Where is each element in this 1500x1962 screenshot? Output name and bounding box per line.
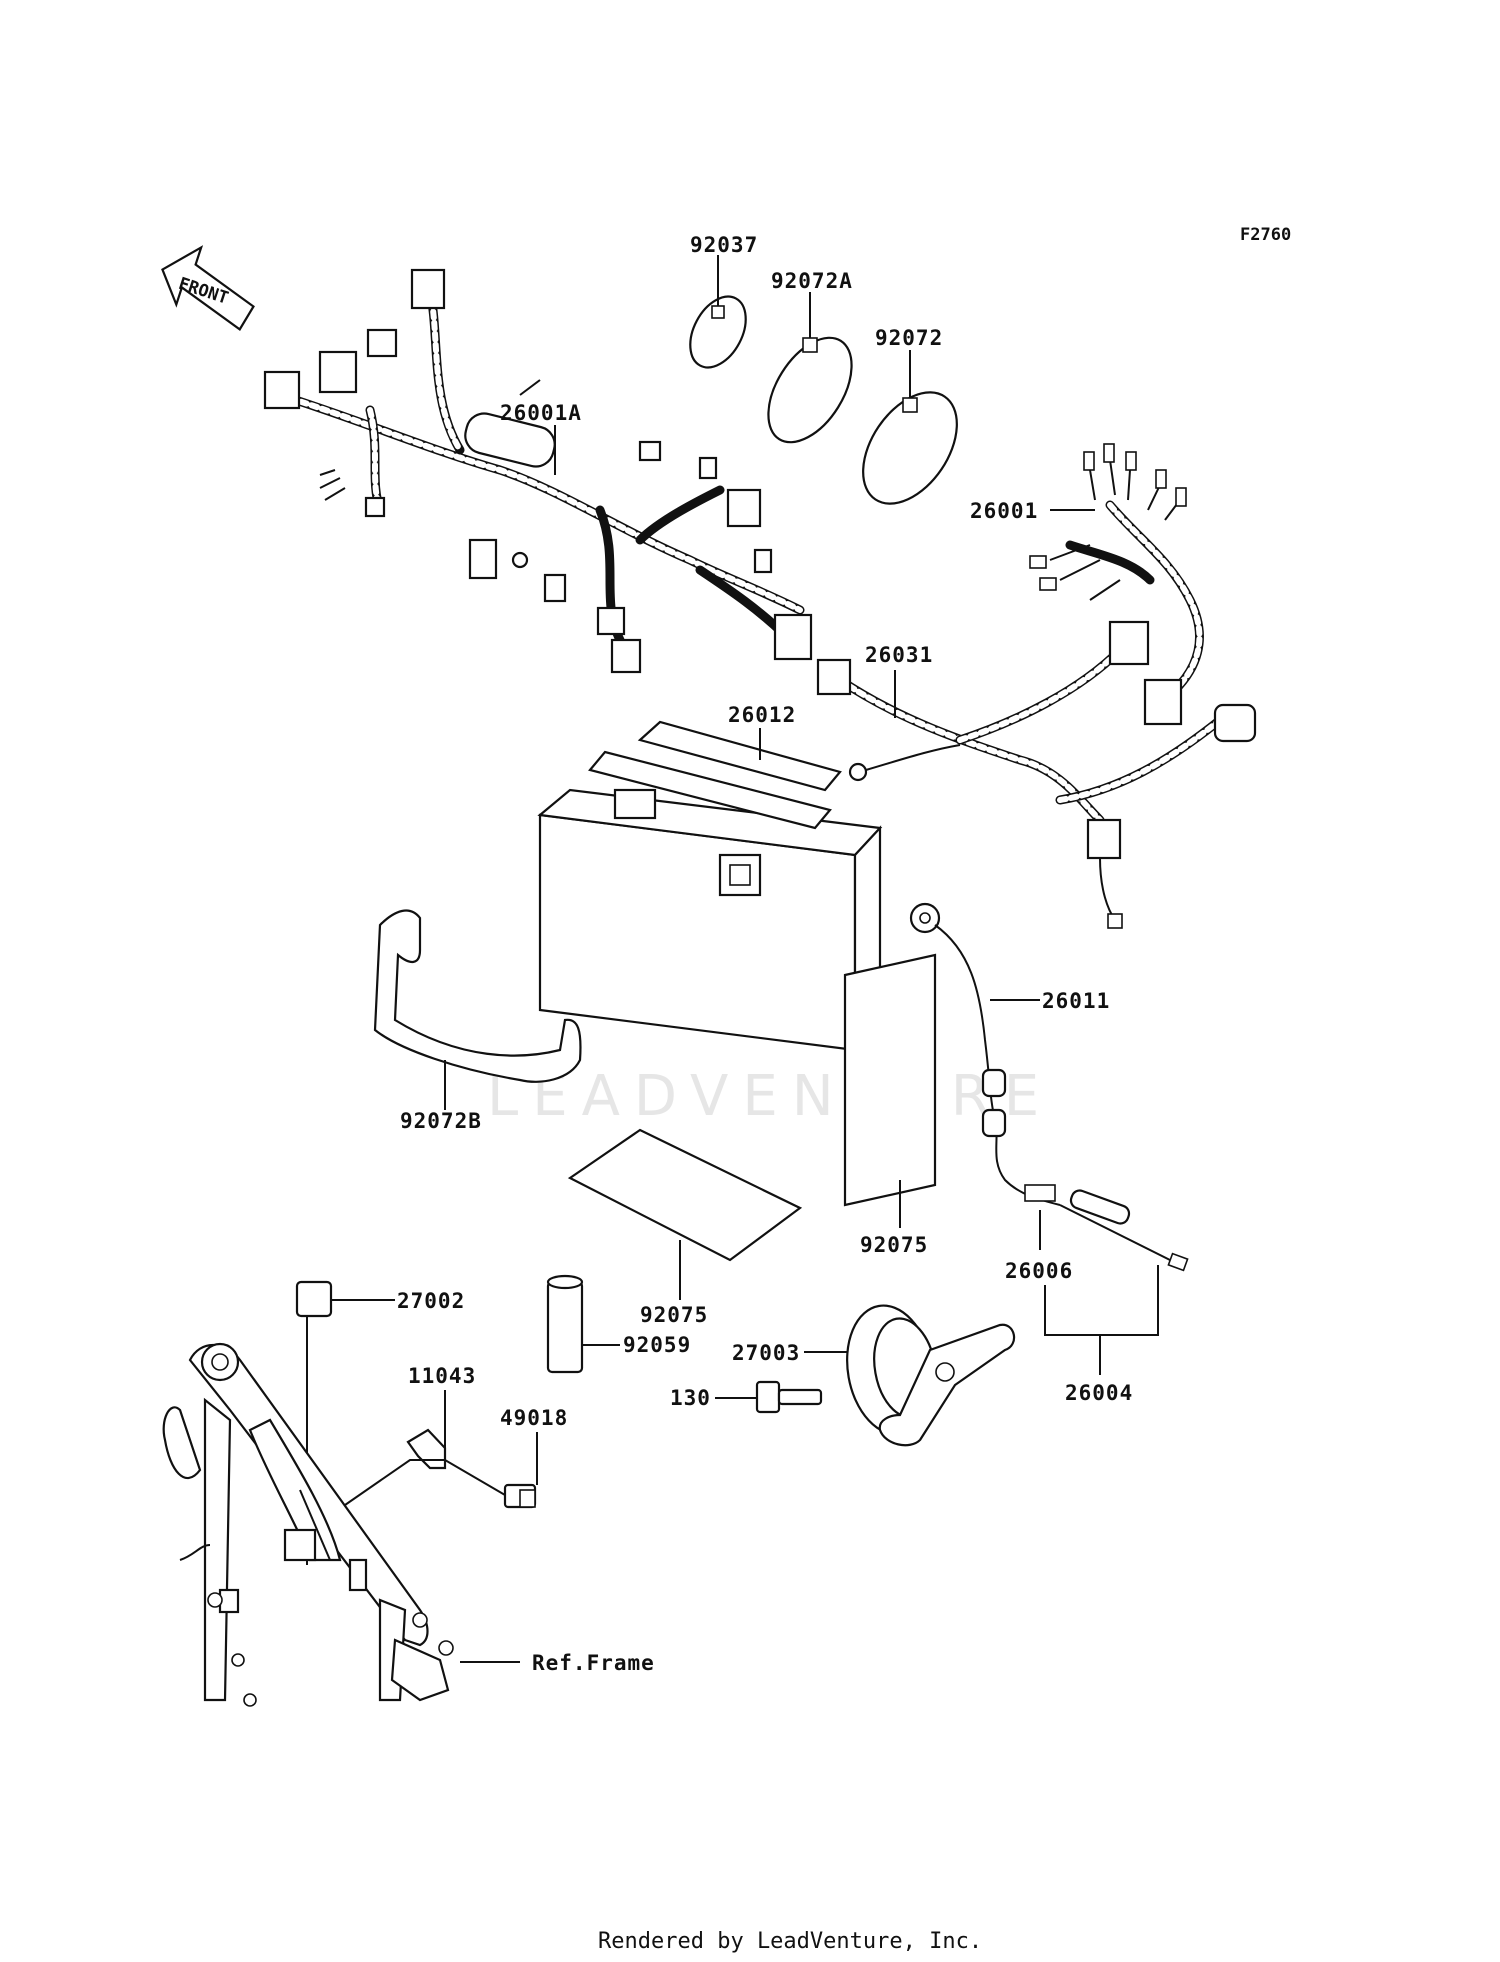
label-49018: 49018: [500, 1406, 568, 1430]
label-92075-flat: 92075: [640, 1303, 708, 1327]
footer-credit: Rendered by LeadVenture, Inc.: [598, 1929, 982, 1954]
cable-tie-92037[interactable]: [679, 287, 757, 377]
label-92075-upright: 92075: [860, 1233, 928, 1257]
label-27003: 27003: [732, 1341, 800, 1365]
bracket-11043[interactable]: [406, 1428, 447, 1470]
label-26001a: 26001A: [500, 401, 582, 425]
label-26012: 26012: [728, 703, 796, 727]
label-ref-frame: Ref.Frame: [532, 1651, 655, 1675]
collar-92059[interactable]: [546, 1274, 584, 1374]
leader-frame-parts: [344, 1459, 506, 1506]
main-harness-26001a[interactable]: [263, 268, 813, 674]
harness-26031[interactable]: [816, 620, 1257, 929]
label-26006: 26006: [1005, 1259, 1073, 1283]
cable-tie-92072a[interactable]: [751, 323, 868, 456]
figure-code: F2760: [1240, 225, 1291, 245]
label-26011: 26011: [1042, 989, 1110, 1013]
horn-27003[interactable]: [837, 1299, 1016, 1447]
leader-26004: [1044, 1265, 1159, 1336]
label-92072: 92072: [875, 326, 943, 350]
watermark-text: LEADVENTURE: [487, 1064, 1053, 1129]
frame-reference: [162, 1342, 454, 1707]
label-26004: 26004: [1065, 1381, 1133, 1405]
sub-harness-26001[interactable]: [1029, 443, 1204, 726]
label-26001: 26001: [970, 499, 1038, 523]
label-26031: 26031: [865, 643, 933, 667]
pad-92075-flat[interactable]: [567, 1128, 803, 1262]
label-92072b: 92072B: [400, 1109, 482, 1133]
label-11043: 11043: [408, 1364, 476, 1388]
label-27002: 27002: [397, 1289, 465, 1313]
label-130: 130: [670, 1386, 711, 1410]
front-arrow-icon: FRONT: [161, 245, 255, 331]
battery-26012[interactable]: [537, 720, 883, 1054]
cable-tie-92072[interactable]: [844, 375, 976, 520]
label-92037: 92037: [690, 233, 758, 257]
label-92059: 92059: [623, 1333, 691, 1357]
bolt-130[interactable]: [755, 1380, 823, 1414]
battery-strap-92072b[interactable]: [373, 909, 582, 1083]
label-92072a: 92072A: [771, 269, 853, 293]
pad-92075-upright[interactable]: [843, 953, 937, 1207]
battery-cable-26011[interactable]: [909, 902, 1189, 1272]
fastener-49018[interactable]: [503, 1483, 537, 1509]
relay-27002[interactable]: [295, 1280, 333, 1318]
